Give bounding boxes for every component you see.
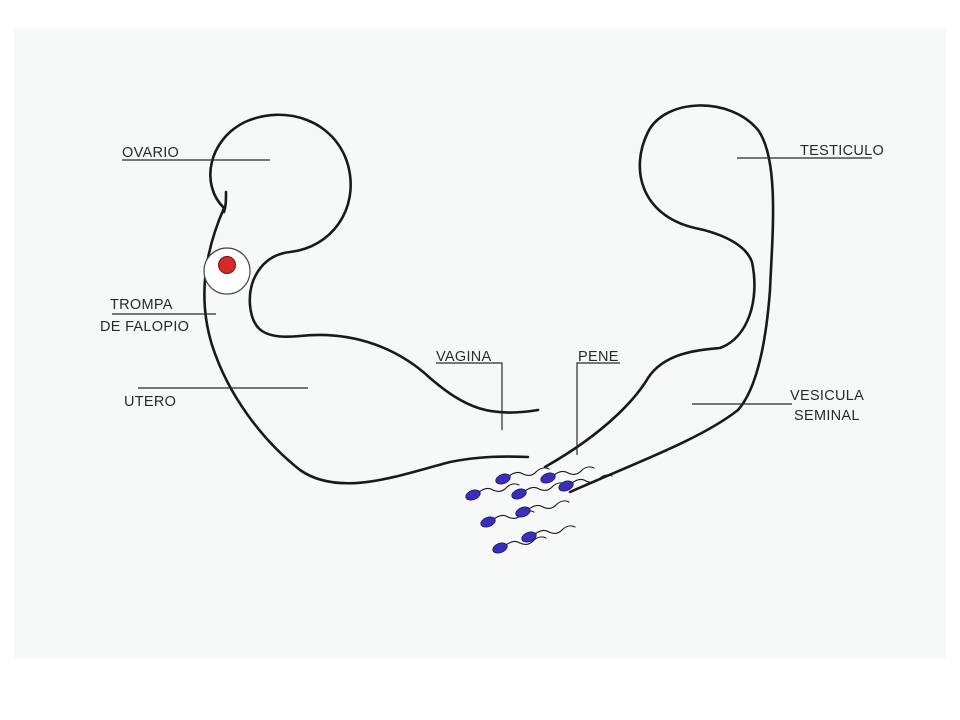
- sperm-tail: [553, 466, 595, 476]
- label-ovario: OVARIO: [122, 145, 179, 161]
- sperm-head: [540, 472, 556, 484]
- leader-pene: [576, 362, 620, 455]
- label-vagina: VAGINA: [436, 349, 492, 365]
- labels: OVARIO TROMPA DE FALOPIO UTERO VAGINA PE…: [100, 143, 884, 424]
- testis-inner-outline: [543, 104, 775, 494]
- male-organ: [543, 104, 775, 494]
- sperm-head: [495, 473, 511, 485]
- ovum: [218, 256, 236, 274]
- sperm-cells: [465, 466, 613, 554]
- paper-background: [14, 28, 946, 658]
- leader-lines: [112, 157, 872, 455]
- sperm-head: [492, 542, 508, 554]
- sperm-head: [480, 516, 496, 528]
- sperm-head: [558, 480, 574, 492]
- sperm-head: [521, 531, 537, 543]
- label-vesicula-line2: SEMINAL: [794, 408, 860, 424]
- sperm-head: [511, 488, 527, 500]
- sperm-tail: [508, 467, 550, 477]
- sperm-head: [465, 489, 481, 501]
- female-organ: [203, 113, 540, 485]
- sperm-tail: [571, 474, 613, 484]
- label-vesicula-line1: VESICULA: [790, 388, 864, 404]
- sperm-tail: [534, 525, 576, 535]
- sperm-tail: [505, 536, 547, 546]
- sperm-tail: [524, 482, 566, 492]
- sperm-tail: [478, 483, 520, 493]
- label-trompa-line1: TROMPA: [110, 297, 173, 313]
- leader-vagina: [436, 362, 503, 430]
- ovary-stub: [222, 190, 228, 214]
- sperm-tail: [528, 500, 570, 510]
- label-utero: UTERO: [124, 394, 176, 410]
- sperm-head: [515, 506, 531, 518]
- uterus-outer-outline: [203, 206, 530, 485]
- ovary-uterus-inner-outline: [209, 113, 540, 414]
- label-testiculo: TESTICULO: [800, 143, 884, 159]
- label-pene: PENE: [578, 349, 619, 365]
- label-trompa-line2: DE FALOPIO: [100, 319, 189, 335]
